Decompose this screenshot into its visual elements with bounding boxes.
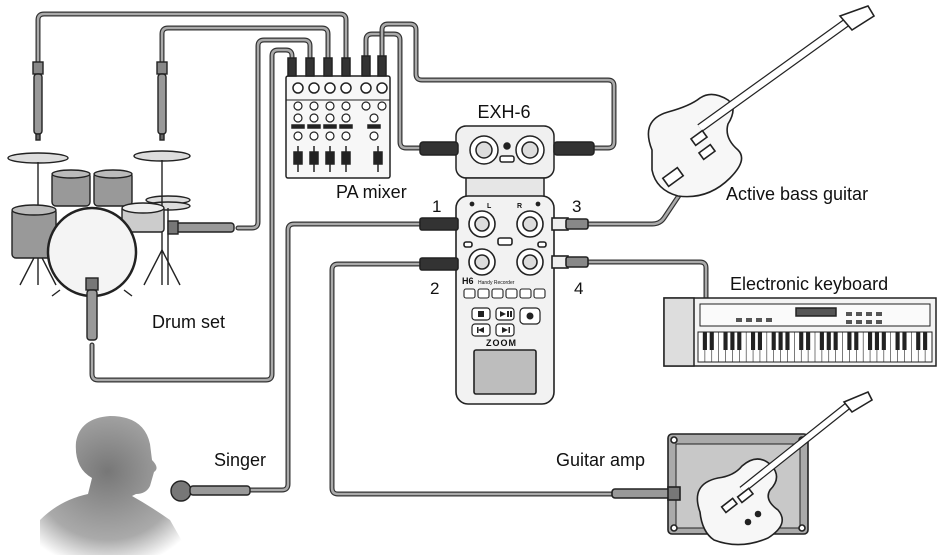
label-guitar-amp: Guitar amp (556, 450, 645, 470)
black-key (895, 332, 900, 350)
cable-snare-mic (235, 37, 313, 231)
label-singer: Singer (214, 450, 266, 470)
cable-kick-mic (89, 47, 295, 383)
cable-mixer-out-right (379, 21, 617, 151)
input-number-1: 1 (432, 197, 441, 216)
label-pa-mixer: PA mixer (336, 182, 407, 202)
cable-drum-mic-1 (35, 11, 349, 68)
recorder-channel-r: R (517, 203, 522, 210)
keyboard-black-keys (702, 332, 928, 362)
electric-guitar (696, 390, 874, 546)
singer-mic (170, 480, 251, 502)
label-electronic-keyboard: Electronic keyboard (730, 274, 888, 294)
input-number-2: 2 (430, 279, 439, 298)
h6-recorder (419, 195, 589, 405)
cable-keyboard (585, 259, 709, 301)
black-key (730, 332, 735, 350)
black-key (757, 332, 763, 350)
black-key (709, 332, 714, 350)
recorder-channel-l: L (487, 203, 492, 210)
black-key (778, 332, 783, 350)
cable-singer-mic (247, 221, 423, 493)
recorder-brand: ZOOM (486, 338, 517, 348)
black-key (723, 332, 728, 350)
black-key (737, 332, 742, 350)
black-key (819, 332, 824, 350)
black-key (833, 332, 838, 350)
cable-bass (585, 185, 687, 227)
exh6-unit (419, 125, 595, 199)
black-key (847, 332, 852, 350)
label-drum-set: Drum set (152, 312, 225, 332)
black-key (785, 332, 790, 350)
overhead-mic-left (32, 61, 44, 141)
black-key (874, 332, 880, 350)
recorder-model: H6 (462, 276, 474, 286)
electronic-keyboard (663, 297, 937, 367)
cables (35, 11, 709, 497)
black-key (826, 332, 831, 350)
kick-mic (85, 277, 99, 341)
cymbal-right (133, 150, 191, 162)
black-key (902, 332, 907, 350)
black-key (750, 332, 756, 350)
input-number-3: 3 (572, 197, 581, 216)
cable-mixer-out-left (363, 31, 423, 151)
recorder-knob-4 (516, 248, 544, 276)
recorder-knob-1 (468, 210, 496, 238)
recorder-subtitle: Handy Recorder (478, 280, 515, 286)
cable-drum-mic-2 (159, 25, 331, 68)
cable-amp-mic (329, 261, 615, 497)
overhead-mic-right (156, 61, 168, 141)
black-key (881, 332, 886, 350)
snare-mic (167, 220, 235, 235)
drum-set (7, 61, 235, 341)
black-key (867, 332, 873, 350)
label-active-bass: Active bass guitar (726, 184, 868, 204)
pa-mixer (285, 55, 391, 179)
label-exh6: EXH-6 (477, 102, 530, 122)
black-key (916, 332, 921, 350)
black-key (923, 332, 928, 350)
black-key (771, 332, 776, 350)
black-key (702, 332, 707, 350)
black-key (854, 332, 859, 350)
black-key (799, 332, 804, 350)
black-key (806, 332, 811, 350)
recorder-knob-3 (516, 210, 544, 238)
recorder-knob-2 (468, 248, 496, 276)
singer-silhouette (40, 416, 251, 555)
input-number-4: 4 (574, 279, 583, 298)
bass-guitar (647, 5, 876, 198)
recorder-screen (473, 349, 537, 395)
amp-mic (611, 486, 681, 501)
cymbal-left (7, 152, 69, 164)
